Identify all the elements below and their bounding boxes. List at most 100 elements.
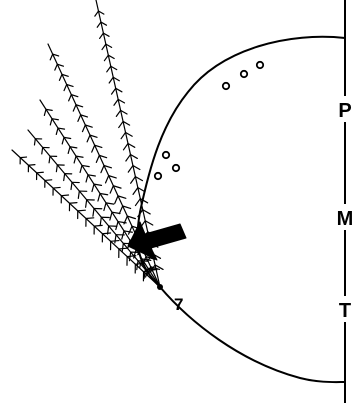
frond-barb <box>129 153 138 160</box>
frond-barb <box>109 185 114 194</box>
frond-barb <box>109 211 113 221</box>
frond-barb <box>136 260 139 271</box>
frond-barb <box>144 220 154 226</box>
small-circle <box>221 81 231 91</box>
frond-barb <box>130 176 136 184</box>
circle-group-upper <box>221 60 265 91</box>
frond-barb <box>77 190 80 199</box>
frond-group <box>11 0 164 288</box>
frond-barb <box>55 164 58 173</box>
base-point <box>157 284 163 290</box>
axis-label-t: T <box>339 300 351 322</box>
frond-barb <box>154 264 164 271</box>
frond-barb <box>110 65 118 71</box>
frond-barb <box>150 266 160 271</box>
frond-barb <box>108 175 117 179</box>
frond-barb <box>118 205 124 215</box>
frond-barb <box>89 134 98 138</box>
frond-barb <box>134 198 141 207</box>
frond-barb <box>126 255 137 258</box>
frond-barb <box>70 94 79 98</box>
frond-barb <box>52 186 61 189</box>
point-label: 7 <box>174 295 183 314</box>
frond-barb <box>85 174 89 183</box>
frond-barb <box>99 216 102 226</box>
frond-barb <box>128 225 133 235</box>
frond-barb <box>117 220 127 224</box>
frond-barb <box>75 104 84 108</box>
frond-barb <box>120 131 127 140</box>
frond-barb <box>117 98 126 104</box>
frond-barb <box>123 230 133 233</box>
frond-barb <box>121 242 124 253</box>
frond-barb <box>49 53 54 61</box>
frond-barb <box>139 198 149 204</box>
frond-barb <box>49 118 53 126</box>
frond-barb <box>97 192 101 202</box>
frond-barb <box>118 247 128 250</box>
frond-barb <box>103 164 113 169</box>
frond-barb <box>112 185 122 189</box>
frond-barb <box>101 43 107 51</box>
small-circle <box>255 60 265 70</box>
frond-barb <box>115 109 122 118</box>
frond-barb <box>41 146 44 155</box>
frond-barb <box>134 262 145 265</box>
frond-barb <box>57 127 66 130</box>
frond-barb <box>132 164 141 171</box>
frond-barb <box>110 239 120 242</box>
frond-barb <box>96 21 102 28</box>
frond-barb <box>58 73 63 81</box>
frond-barb <box>72 104 77 112</box>
frond-barb <box>127 142 136 148</box>
outline-curve <box>136 35 346 384</box>
small-circle <box>239 69 249 79</box>
frond-barb <box>19 156 28 159</box>
frond-barb <box>95 154 100 163</box>
frond-barb <box>73 155 77 164</box>
frond-barb <box>56 63 65 67</box>
frond-barb <box>36 171 44 174</box>
frond-barb <box>107 54 115 60</box>
frond-barb <box>79 164 83 174</box>
frond-barb <box>122 205 132 210</box>
frond-barb <box>93 224 103 227</box>
frond-barb <box>137 187 146 193</box>
frond-barb <box>111 211 121 215</box>
frond-barb <box>48 155 51 164</box>
frond-barb <box>67 146 71 155</box>
frond-barb <box>91 144 96 153</box>
frond-barb <box>134 176 144 182</box>
frond-barb <box>113 98 119 106</box>
frond-barb <box>75 155 84 158</box>
frond-barb <box>124 131 133 137</box>
small-circle <box>161 150 171 160</box>
frond-barb <box>137 209 144 218</box>
frond-barb <box>142 209 151 215</box>
frond-barb <box>70 181 73 191</box>
frond-barb <box>91 183 95 193</box>
frond-barb <box>100 164 105 174</box>
frond-barb <box>61 136 65 145</box>
frond-barb <box>103 202 107 212</box>
frond-barb <box>122 120 131 126</box>
frond-barb <box>92 207 95 217</box>
frond-barb <box>68 202 78 204</box>
frond-barb <box>102 32 110 37</box>
frond-barb <box>68 94 72 102</box>
frond-barb <box>81 124 86 133</box>
frond-barb <box>60 194 70 197</box>
frond-barb <box>125 153 132 162</box>
frond-barb <box>55 127 59 136</box>
frond-barb <box>52 53 60 57</box>
frond-barb <box>105 43 113 49</box>
frond-barb <box>110 87 117 95</box>
frond-barb <box>97 10 105 15</box>
frond-barb <box>66 83 74 88</box>
frond-barb <box>99 192 109 196</box>
frond-barb <box>44 179 53 182</box>
frond-barb <box>126 215 137 220</box>
frond-barb <box>103 54 109 62</box>
frond-barb <box>63 136 72 140</box>
